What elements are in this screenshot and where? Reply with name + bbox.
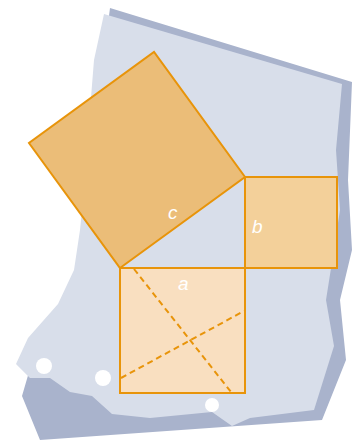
side-label: b [252, 217, 263, 236]
paper-hole [95, 370, 111, 386]
side-label: c [168, 203, 178, 222]
paper-hole [205, 398, 219, 412]
dashed-cut-line [134, 269, 231, 392]
square-a [120, 268, 245, 393]
square-c [29, 52, 245, 268]
dashed-cut-line [121, 311, 244, 378]
paper-hole [36, 358, 52, 374]
side-label: a [178, 274, 189, 293]
square-b [245, 177, 337, 268]
torn-paper [16, 14, 342, 426]
